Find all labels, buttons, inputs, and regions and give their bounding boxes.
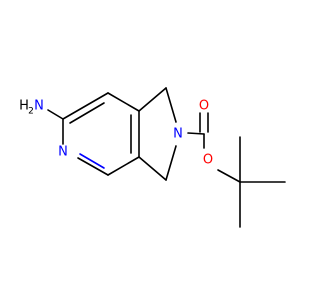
bond-c6-c7 (62, 92, 109, 120)
bond-n2-ccarbonyl (187, 132, 205, 135)
bond-c7-c7a (107, 92, 140, 112)
molecule-svg: H 2 N N N O O (19, 87, 286, 228)
bond-c4-n5 (77, 157, 109, 176)
bond-oester-cq (217, 169, 241, 183)
bond-c3-c3a (138, 156, 167, 181)
bond-c6-nh2 (47, 109, 64, 120)
amine-h-label: H (19, 99, 29, 114)
ester-oxygen-label: O (203, 153, 213, 168)
bond-c7a-c1 (138, 87, 167, 112)
bond-c4-n5-double (79, 153, 105, 169)
pyrrolidine-nitrogen-label: N (173, 127, 183, 142)
molecule-structure-canvas: H 2 N N N O O (19, 87, 286, 228)
bond-c3a-c4 (107, 156, 140, 176)
carbonyl-oxygen-label: O (199, 99, 209, 114)
bond-c1-n2 (165, 87, 177, 123)
amine-nitrogen-label: N (34, 99, 44, 114)
bond-n2-c3 (165, 145, 177, 181)
amine-subscript-label: 2 (28, 107, 34, 117)
pyridine-nitrogen-label: N (58, 145, 68, 160)
amine-group-label: H 2 N (19, 99, 44, 117)
bond-c6-c7-double (69, 102, 105, 124)
